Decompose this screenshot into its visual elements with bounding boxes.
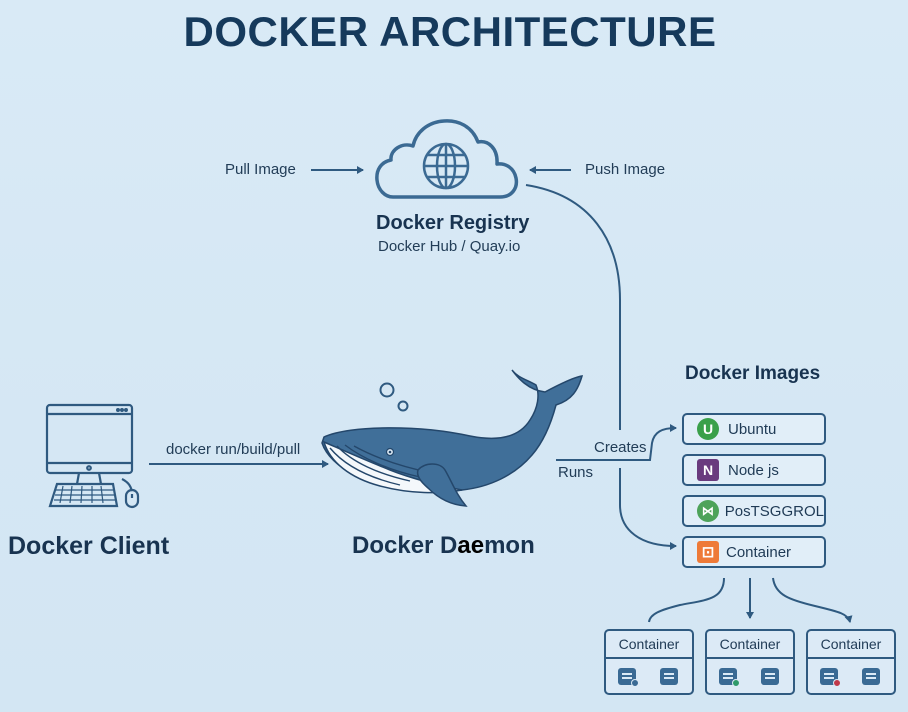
pull-image-label: Pull Image <box>225 161 296 178</box>
creates-label: Creates <box>594 439 647 456</box>
postgresql-icon: ⋈ <box>697 500 719 522</box>
creates-connector <box>556 424 677 461</box>
container-card[interactable]: Container <box>604 629 694 695</box>
registry-title: Docker Registry <box>376 212 530 234</box>
image-label: Container <box>726 543 792 561</box>
container-status-icon <box>631 679 639 687</box>
push-image-label: Push Image <box>585 161 666 178</box>
cloud-globe-icon <box>375 119 519 199</box>
container-status-icon <box>732 679 740 687</box>
container-monitor-icon <box>660 668 678 685</box>
container-card[interactable]: Container <box>806 629 896 695</box>
desktop-computer-icon <box>45 403 140 509</box>
container-card-title: Container <box>707 631 793 659</box>
client-command-label: docker run/build/pull <box>166 441 301 458</box>
daemon-title-start: Docker D <box>352 532 458 559</box>
registry-subtitle: Docker Hub / Quay.io <box>378 238 521 255</box>
daemon-title-highlight: ae <box>457 532 485 559</box>
image-item-postgresql[interactable]: ⋈ PosTSGGROL <box>682 495 826 527</box>
registry-to-images-connector <box>525 184 621 430</box>
nodejs-icon: N <box>697 459 719 481</box>
container-status-icon <box>833 679 841 687</box>
image-item-ubuntu[interactable]: U Ubuntu <box>682 413 826 445</box>
image-item-container[interactable]: ⊡ Container <box>682 536 826 568</box>
ubuntu-icon: U <box>697 418 719 440</box>
image-label: PosTSGGROL <box>724 502 824 520</box>
daemon-title: Docker Daemon <box>352 532 535 560</box>
container-connector-left <box>648 577 725 623</box>
container-card[interactable]: Container <box>705 629 795 695</box>
container-monitor-icon <box>862 668 880 685</box>
image-label: Ubuntu <box>728 420 777 438</box>
image-label: Node js <box>728 461 779 479</box>
page-title: DOCKER ARCHITECTURE <box>183 8 717 55</box>
container-connector-right <box>772 577 853 623</box>
container-card-title: Container <box>606 631 692 659</box>
image-item-nodejs[interactable]: N Node js <box>682 454 826 486</box>
images-title: Docker Images <box>685 363 821 384</box>
runs-label: Runs <box>558 464 594 481</box>
container-card-title: Container <box>808 631 894 659</box>
whale-icon <box>321 369 584 507</box>
daemon-title-end: mon <box>484 532 535 559</box>
container-icon: ⊡ <box>697 541 719 563</box>
client-title: Docker Client <box>8 532 170 560</box>
container-monitor-icon <box>761 668 779 685</box>
runs-to-container-connector <box>619 468 677 550</box>
